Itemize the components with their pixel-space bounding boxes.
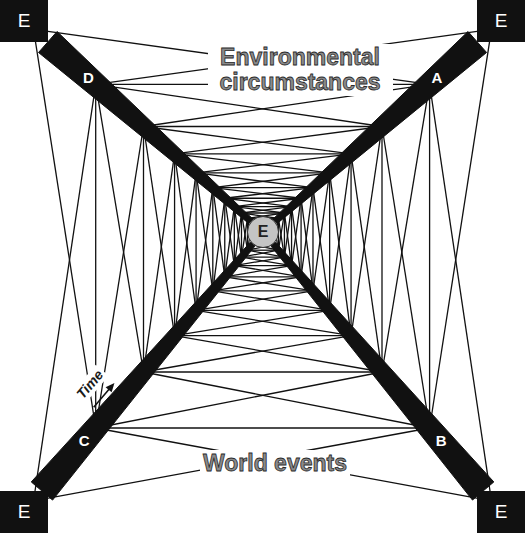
node-letter: E — [18, 502, 31, 523]
brace-line — [381, 127, 382, 373]
corner-block: E — [0, 491, 48, 533]
node-letter: E — [495, 11, 508, 32]
brace-line — [350, 154, 351, 336]
leg-letter: C — [77, 433, 92, 450]
brace-line — [175, 335, 351, 336]
heading-arc: World events — [200, 450, 350, 477]
corner-block: E — [0, 0, 48, 42]
brace-line — [213, 290, 313, 291]
brace-line — [212, 188, 213, 291]
brace-line — [196, 172, 330, 173]
brace-line — [225, 276, 301, 277]
brace-line — [195, 173, 196, 310]
brace-line — [329, 173, 330, 310]
heading-arc: Environmental circumstances — [208, 44, 393, 97]
leg-letter: B — [434, 433, 449, 450]
brace-line — [174, 154, 175, 336]
node-letter: E — [258, 223, 269, 241]
center-circle: E — [247, 216, 279, 248]
time-arrow-head — [106, 383, 115, 392]
brace-line — [196, 310, 330, 311]
brace-line — [213, 187, 313, 188]
brace-line — [144, 126, 383, 127]
corner-block: E — [477, 0, 525, 42]
brace-line — [144, 371, 383, 372]
axis-label: Time — [71, 364, 109, 405]
brace-line — [143, 127, 144, 373]
leg-letter: A — [429, 70, 444, 87]
node-letter: E — [18, 11, 31, 32]
brace-line — [224, 198, 225, 277]
brace-line — [312, 188, 313, 291]
corner-block: E — [477, 491, 525, 533]
brace-line — [34, 84, 96, 501]
brace-line — [234, 207, 235, 266]
node-letter: E — [495, 502, 508, 523]
brace-line — [291, 207, 292, 266]
brace-line — [234, 265, 291, 266]
brace-line — [429, 84, 430, 428]
brace-line — [300, 198, 301, 277]
brace-line — [175, 153, 351, 154]
brace-line — [430, 84, 492, 501]
brace-line — [96, 427, 430, 428]
brace-line — [225, 198, 301, 199]
leg-letter: D — [81, 70, 96, 87]
